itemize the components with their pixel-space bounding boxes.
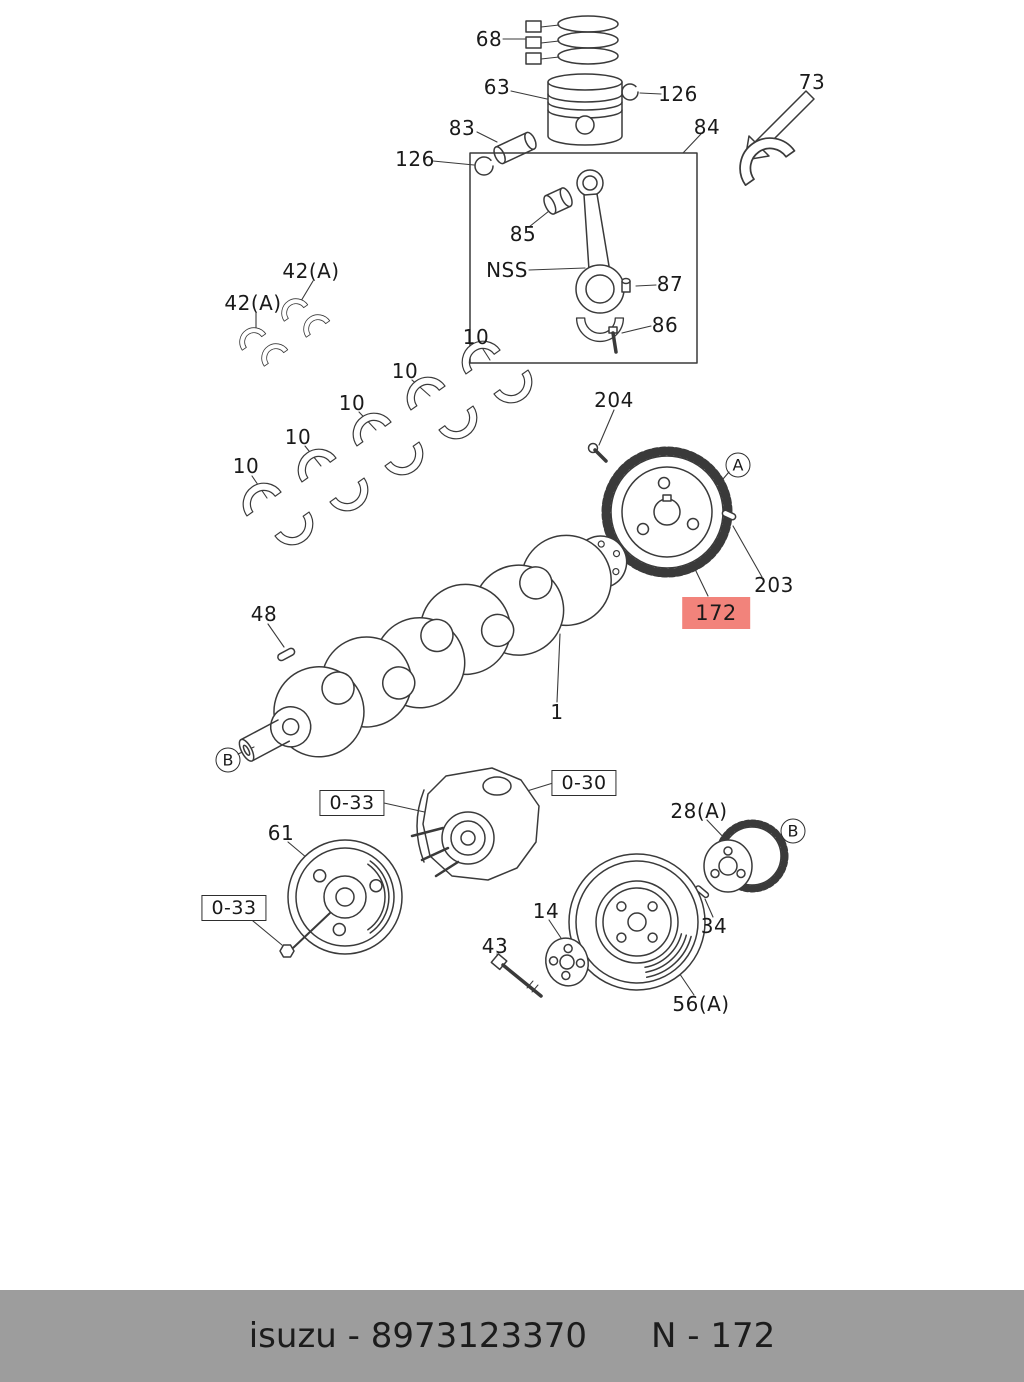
snap-ring-left-graphic <box>474 156 494 176</box>
callout-68[interactable]: 68 <box>475 27 503 51</box>
callout-73[interactable]: 73 <box>798 70 826 94</box>
callout-34[interactable]: 34 <box>700 914 728 938</box>
callout-10-5[interactable]: 10 <box>232 454 260 478</box>
callout-85[interactable]: 85 <box>509 222 537 246</box>
circlip-right-graphic <box>621 83 639 101</box>
water-pump-graphic <box>410 767 540 881</box>
piston-rings-graphic <box>525 15 619 65</box>
callout-0-33-bottom[interactable]: 0-33 <box>201 895 267 921</box>
key-48-graphic <box>277 647 296 662</box>
callout-83[interactable]: 83 <box>448 116 476 140</box>
callout-172[interactable]: 172 <box>682 597 750 629</box>
footer-ref-number: N - 172 <box>651 1316 776 1356</box>
bolt-43-graphic <box>490 953 543 998</box>
pulley-56a-graphic <box>568 853 706 991</box>
pin-203-graphic <box>721 509 737 521</box>
footer-part-info: isuzu - 8973123370 <box>248 1316 588 1356</box>
callout-126-right[interactable]: 126 <box>658 82 698 106</box>
footer-bar: isuzu - 8973123370 N - 172 <box>0 1290 1024 1382</box>
callout-10-4[interactable]: 10 <box>284 425 312 449</box>
callout-56a[interactable]: 56(A) <box>672 992 730 1016</box>
callout-203[interactable]: 203 <box>754 573 794 597</box>
crankshaft-graphic <box>238 534 628 762</box>
callout-86[interactable]: 86 <box>651 313 679 337</box>
connecting-rod-graphic <box>469 152 698 364</box>
callout-10-2[interactable]: 10 <box>391 359 419 383</box>
callout-0-33-top[interactable]: 0-33 <box>319 790 385 816</box>
callout-126-left[interactable]: 126 <box>395 147 435 171</box>
leader-lines <box>237 24 782 996</box>
callout-nss[interactable]: NSS <box>486 258 528 282</box>
callout-204[interactable]: 204 <box>594 388 634 412</box>
stud-34-graphic <box>694 885 710 899</box>
callout-42a-lower[interactable]: 42(A) <box>224 291 282 315</box>
piston-graphic <box>547 73 623 146</box>
callout-0-30[interactable]: 0-30 <box>551 770 617 796</box>
plate-14-graphic <box>545 937 589 987</box>
callout-10-3[interactable]: 10 <box>338 391 366 415</box>
callout-14[interactable]: 14 <box>532 899 560 923</box>
diagram-canvas <box>233 15 815 998</box>
callout-61[interactable]: 61 <box>267 821 295 845</box>
callout-87[interactable]: 87 <box>656 272 684 296</box>
callout-48[interactable]: 48 <box>250 602 278 626</box>
idler-gear-graphic <box>703 819 789 893</box>
callout-ref-b-left: B <box>215 747 241 773</box>
callout-10-1[interactable]: 10 <box>462 325 490 349</box>
callout-42a-upper[interactable]: 42(A) <box>282 259 340 283</box>
callout-ref-a: A <box>725 452 751 478</box>
callout-43[interactable]: 43 <box>481 934 509 958</box>
rod-bearing-73-graphic <box>727 90 815 187</box>
callout-63[interactable]: 63 <box>483 75 511 99</box>
callout-84[interactable]: 84 <box>693 115 721 139</box>
callout-ref-b-right: B <box>780 818 806 844</box>
callout-1[interactable]: 1 <box>550 700 564 724</box>
pulley-bolt-graphic <box>279 912 331 958</box>
piston-pin-graphic <box>493 131 537 165</box>
bolt-204-graphic <box>587 442 608 463</box>
callout-28a[interactable]: 28(A) <box>670 799 728 823</box>
